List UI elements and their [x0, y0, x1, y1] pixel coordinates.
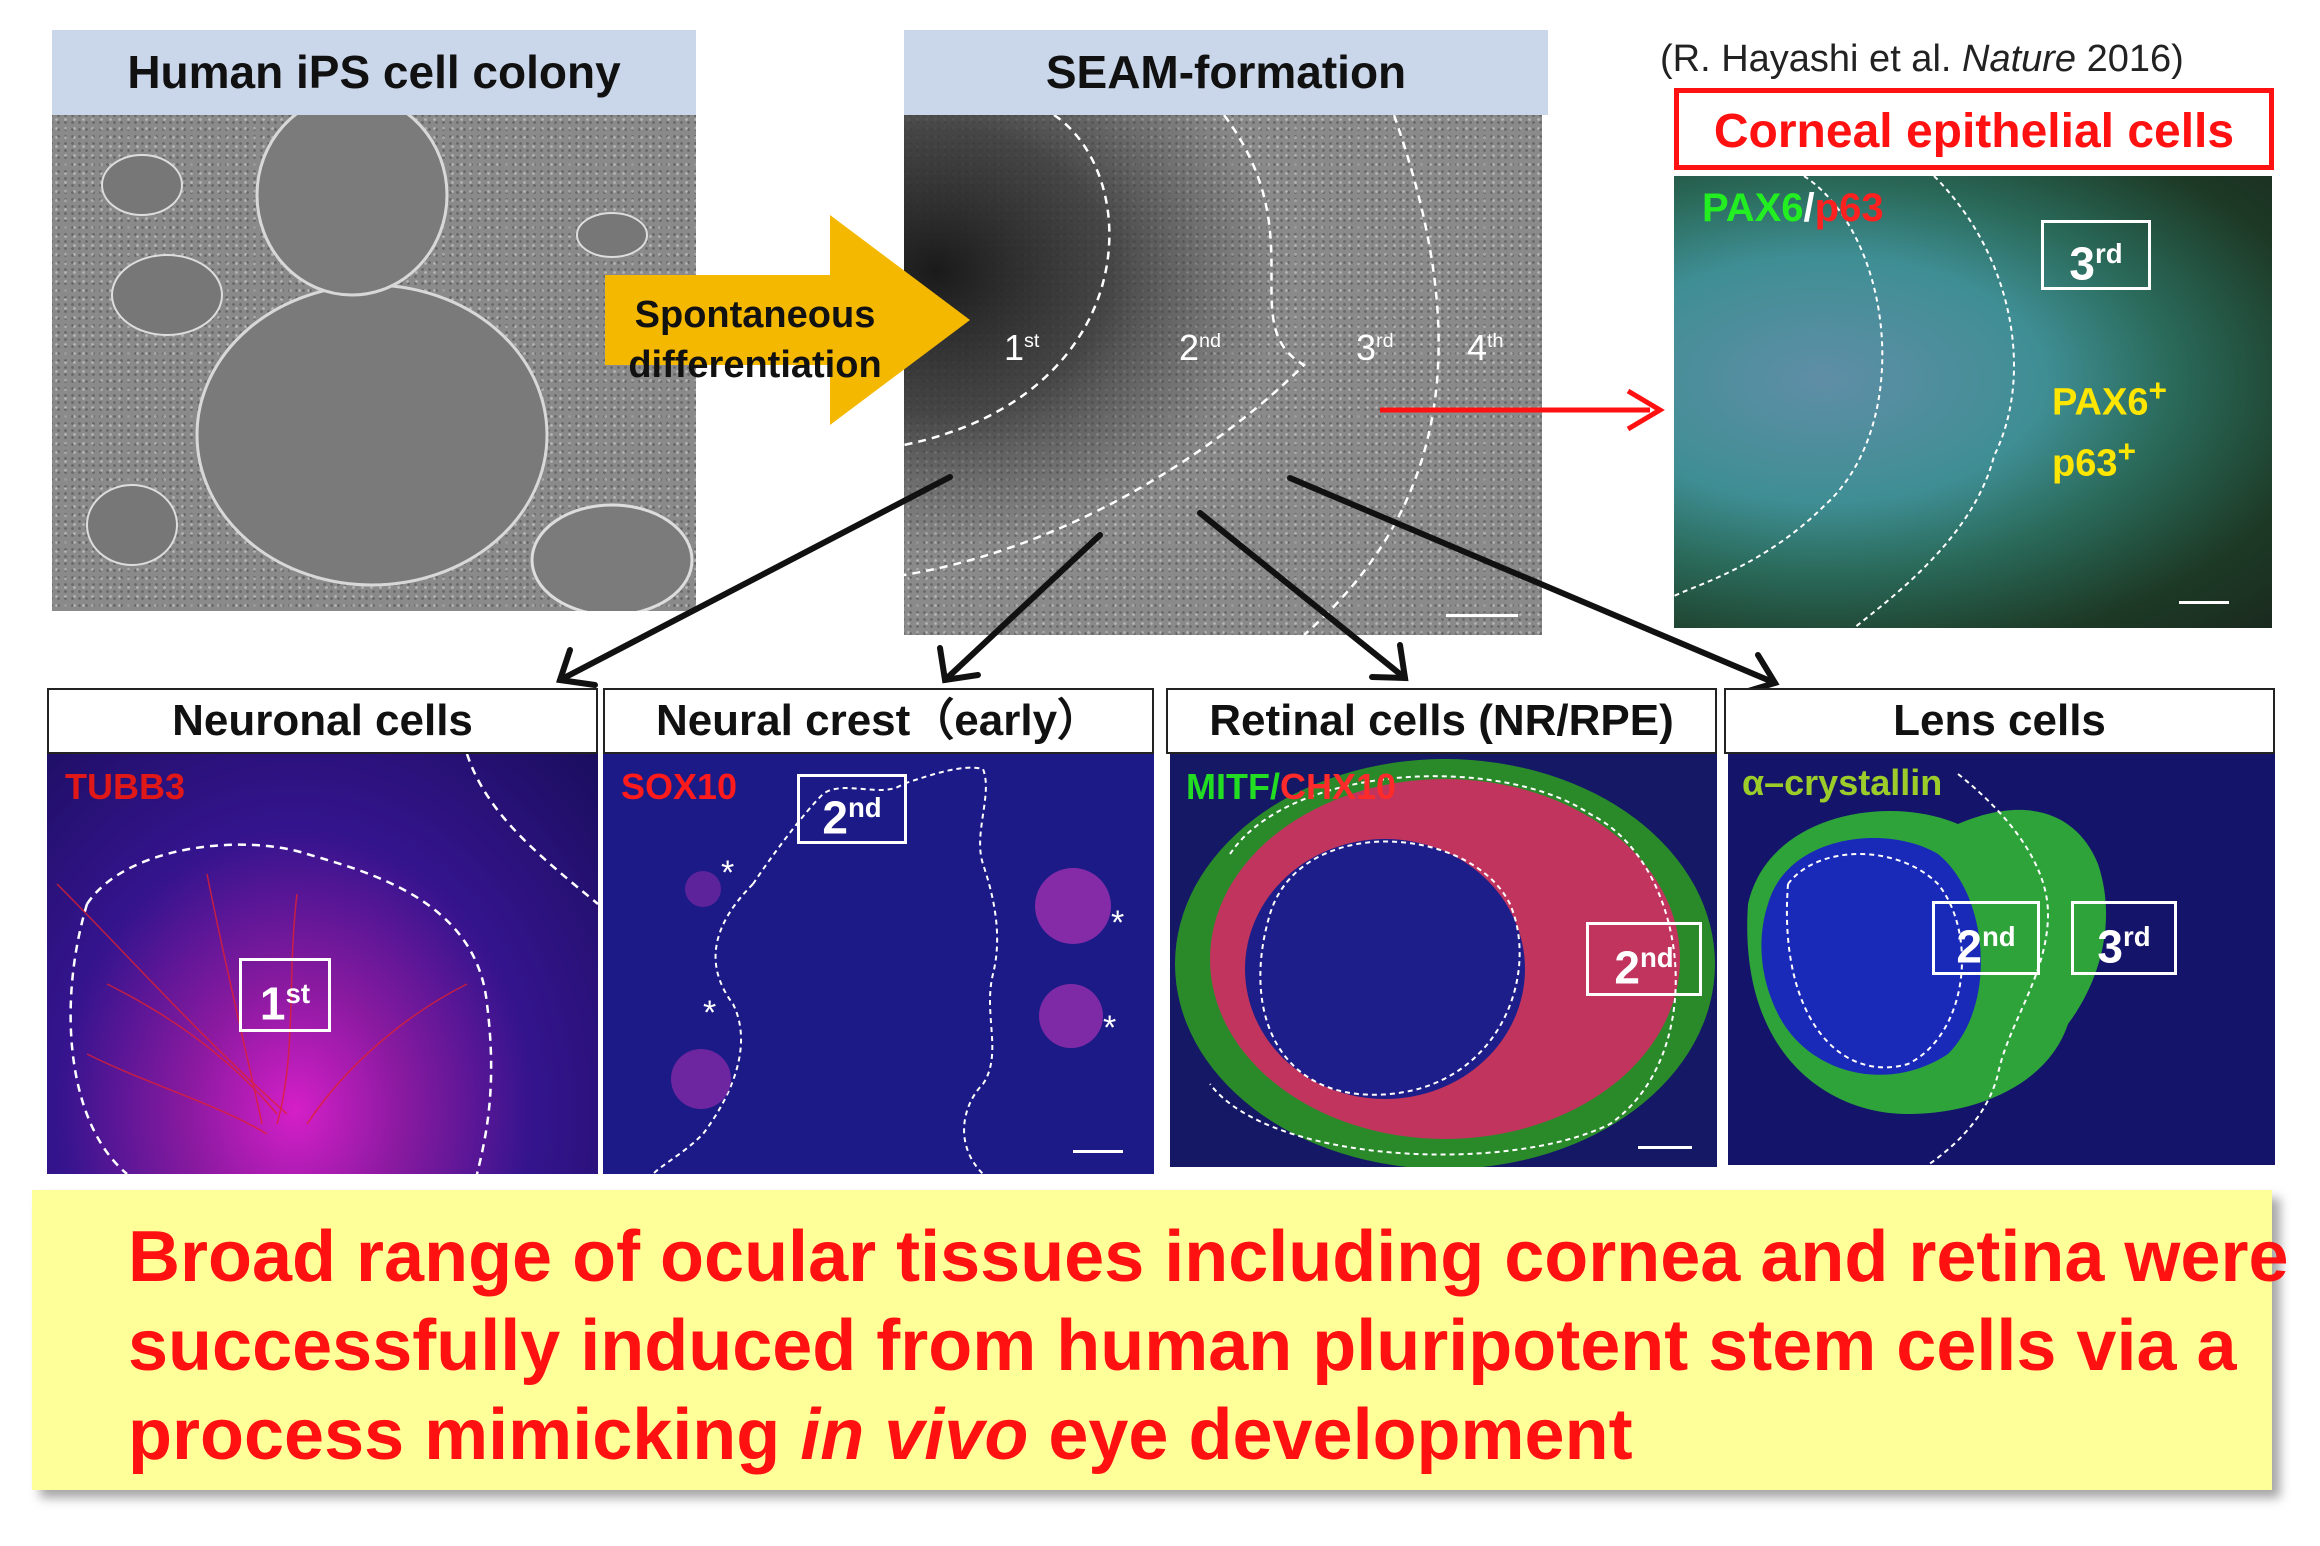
- neural-crest-badge: 2nd: [797, 774, 907, 844]
- neural-crest-image: SOX10 2nd * * * *: [603, 754, 1154, 1174]
- cornea-badge: 3rd: [2041, 220, 2151, 290]
- lens-image: α–crystallin 2nd 3rd: [1728, 754, 2275, 1165]
- cornea-marker: PAX6/p63: [1702, 186, 1884, 230]
- lens-badge-2nd: 2nd: [1932, 901, 2040, 975]
- ips-title: Human iPS cell colony: [52, 30, 696, 115]
- asterisk-4: *: [1103, 1009, 1117, 1047]
- lens-marker: α–crystallin: [1742, 762, 1943, 803]
- retinal-marker: MITF/CHX10: [1186, 766, 1397, 807]
- panel-title-lens: Lens cells: [1724, 688, 2275, 754]
- zone-4-label: 4th: [1467, 327, 1504, 368]
- cornea-title: Corneal epithelial cells: [1674, 88, 2274, 170]
- zone-1-label: 1st: [1004, 327, 1040, 368]
- differentiation-arrow: [605, 215, 970, 425]
- zone-3-label: 3rd: [1356, 327, 1394, 368]
- cornea-positive-label: PAX6+ p63+: [2052, 372, 2167, 485]
- ips-colony-image: [52, 115, 696, 611]
- neuronal-badge: 1st: [239, 958, 331, 1032]
- neuronal-marker: TUBB3: [65, 766, 186, 807]
- summary-text: Broad range of ocular tissues including …: [128, 1217, 2289, 1475]
- panel-title-neuronal: Neuronal cells: [47, 688, 598, 754]
- red-arrow: [1380, 388, 1665, 432]
- seam-image: 1st 2nd 3rd 4th: [904, 115, 1542, 635]
- retinal-badge: 2nd: [1586, 922, 1702, 996]
- lens-badge-3rd: 3rd: [2071, 901, 2177, 975]
- panel-title-retinal: Retinal cells (NR/RPE): [1166, 688, 1717, 754]
- asterisk-3: *: [703, 994, 717, 1032]
- neural-crest-marker: SOX10: [621, 766, 738, 807]
- summary-box: [32, 1190, 2272, 1490]
- citation: (R. Hayashi et al. Nature 2016): [1660, 38, 2184, 80]
- zone-2-label: 2nd: [1179, 327, 1222, 368]
- scale-bar: [1073, 1150, 1123, 1153]
- neuronal-image: TUBB3 1st: [47, 754, 598, 1174]
- cornea-image: PAX6/p63 3rd PAX6+ p63+: [1674, 176, 2272, 628]
- scale-bar: [1446, 614, 1518, 617]
- arrow-label: Spontaneous differentiation: [628, 294, 882, 386]
- seam-title: SEAM-formation: [904, 30, 1548, 115]
- retinal-image: MITF/CHX10 2nd: [1170, 754, 1717, 1167]
- asterisk-2: *: [1111, 904, 1125, 942]
- scale-bar: [1638, 1146, 1692, 1149]
- scale-bar: [2179, 601, 2229, 604]
- asterisk-1: *: [721, 854, 735, 892]
- panel-title-neural-crest: Neural crest（early）: [603, 688, 1154, 754]
- black-arrows: [556, 474, 1780, 695]
